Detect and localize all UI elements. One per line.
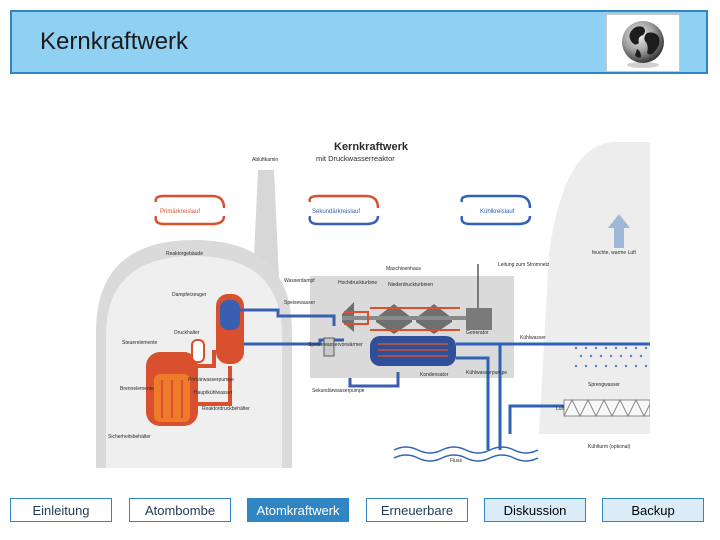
diagram-title: Kernkraftwerk <box>334 141 409 153</box>
label-hochdruckturbine: Hochdruckturbine <box>338 280 377 286</box>
label-kuehlwasserpumpe: Kühlwasserpumpe <box>466 370 507 376</box>
header-bar: Kernkraftwerk <box>10 10 708 74</box>
label-secondary-loop: Sekundärkreislauf <box>312 209 360 215</box>
primary-loop-legend <box>154 194 226 226</box>
label-cooling-loop: Kühlkreislauf <box>480 209 515 215</box>
nav-atombombe[interactable]: Atombombe <box>129 498 231 522</box>
nav-backup[interactable]: Backup <box>602 498 704 522</box>
nav-einleitung[interactable]: Einleitung <box>10 498 112 522</box>
label-luft: Luft <box>556 406 565 412</box>
nav-erneuerbare[interactable]: Erneuerbare <box>366 498 468 522</box>
label-hauptkuehlwasser: Hauptkühlwasser <box>194 390 233 396</box>
label-speisewasser: Speisewasser <box>284 300 315 306</box>
steam-generator <box>216 294 244 364</box>
label-sicherheitsbehaelter: Sicherheitsbehälter <box>108 434 151 440</box>
globe-icon[interactable] <box>606 14 680 72</box>
generator <box>466 308 492 330</box>
label-kondensator: Kondensator <box>420 372 449 378</box>
label-wasserdampf: Wasserdampf <box>284 278 315 284</box>
label-generator: Generator <box>466 330 489 336</box>
label-dampferzeuger: Dampferzeuger <box>172 292 207 298</box>
cooling-piping <box>456 342 650 450</box>
secondary-loop-legend <box>308 194 380 209</box>
label-reaktordruckbehaelter: Reaktordruckbehälter <box>202 406 250 412</box>
label-speisewasservorwaermer: Speisewasservorwärmer <box>308 342 363 348</box>
turbines <box>342 302 492 334</box>
label-primaerwasserpumpe: Primärwasserpumpe <box>188 377 234 383</box>
secondary-loop-legend-blue <box>308 215 380 226</box>
river <box>393 446 539 462</box>
primary-piping <box>198 350 232 406</box>
label-maschinenhaus: Maschinenhaus <box>386 266 422 272</box>
label-feuchte-luft: feuchte, warme Luft <box>592 250 637 256</box>
spray-drops <box>574 346 648 368</box>
label-primary-loop: Primärkreislauf <box>160 209 200 215</box>
cooling-tower <box>539 142 650 434</box>
label-reaktorgebaeude: Reaktorgebäude <box>166 251 203 257</box>
diagram-subtitle: mit Druckwasserreaktor <box>316 154 395 163</box>
label-sprengwasser: Sprengwasser <box>588 382 620 388</box>
reactor-pressure-vessel <box>146 352 198 426</box>
label-kuehlwasser: Kühlwasser <box>520 335 546 341</box>
label-druckhalter: Druckhalter <box>174 330 200 336</box>
label-sekundaerwasserpumpe: Sekundärwasserpumpe <box>312 388 365 394</box>
nuclear-plant-diagram: Kernkraftwerk mit Druckwasserreaktor Abl… <box>96 141 650 468</box>
nav-atomkraftwerk[interactable]: Atomkraftwerk <box>247 498 349 522</box>
label-brennelemente: Brennelemente <box>120 386 154 392</box>
page-title: Kernkraftwerk <box>40 28 189 55</box>
nav-diskussion[interactable]: Diskussion <box>484 498 586 522</box>
label-abluftkamin: Abluftkamin <box>252 157 278 163</box>
cooling-loop-legend <box>460 194 532 226</box>
label-leitung: Leitung zum Stromnetz <box>498 262 550 268</box>
cooling-tower-packing <box>563 398 650 418</box>
pressurizer <box>191 339 205 363</box>
label-niederdruckturbinen: Niederdruckturbinen <box>388 282 433 288</box>
feedwater-heater <box>323 337 335 357</box>
label-kuehlturm: Kühlturm (optional) <box>588 444 631 450</box>
cooling-tower-vapor-arrow <box>608 214 630 248</box>
label-steuerelemente: Steuerelemente <box>122 340 158 346</box>
condenser <box>370 336 456 366</box>
label-fluss: Fluss <box>450 458 462 464</box>
